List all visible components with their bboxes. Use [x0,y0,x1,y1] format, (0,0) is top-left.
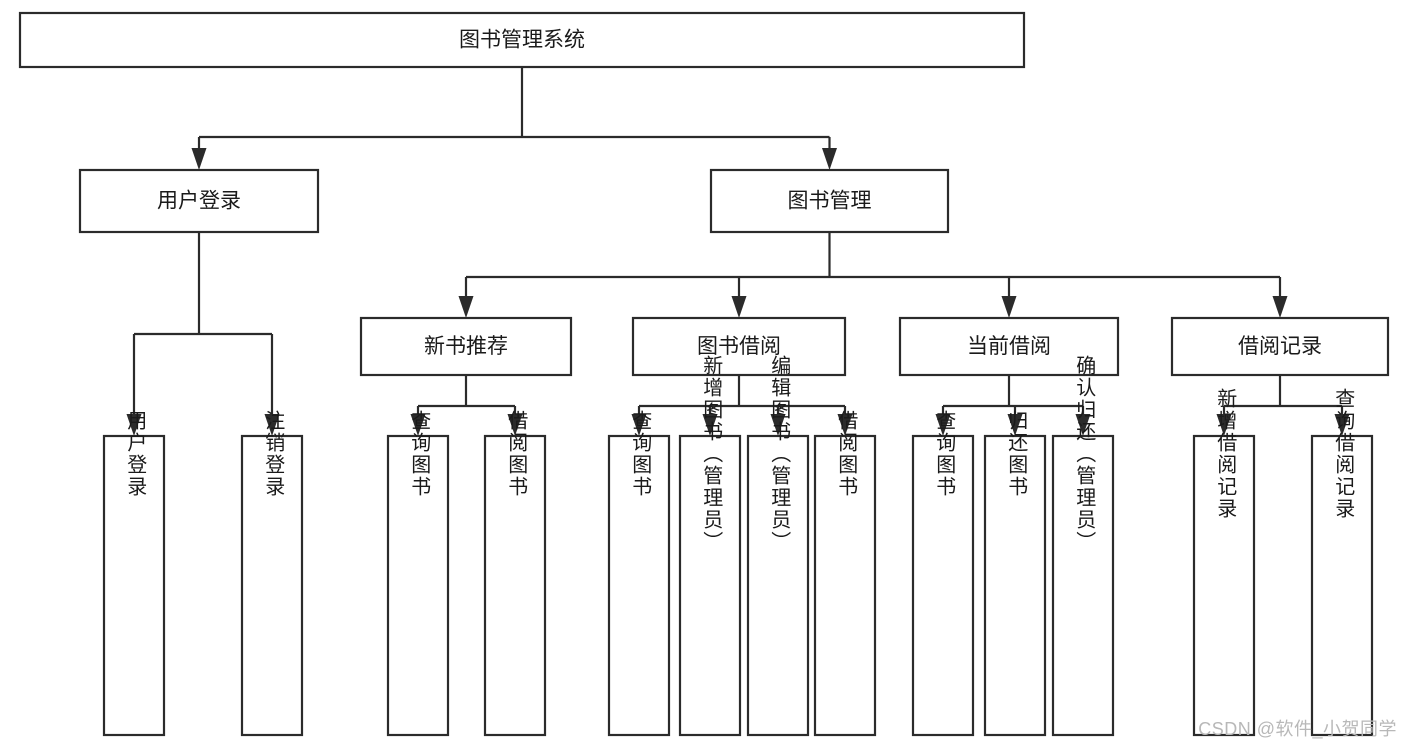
arrow-head-icon [458,296,474,318]
arrow-head-icon [935,414,951,436]
node-box[interactable] [1051,434,1115,737]
node-label: 图书管理 [788,190,872,213]
connector-group-book-manage [458,232,1288,318]
node-label: 图书借阅 [697,335,781,358]
node-label: 当前借阅 [967,335,1051,358]
node-borrow-record[interactable]: 借阅记录 [1170,316,1390,377]
node-box[interactable] [678,434,742,737]
arrow-head-icon [191,148,207,170]
arrow-head-icon [1075,414,1091,436]
node-leaf-query-book-1[interactable]: 查询图书 [386,410,450,737]
node-box[interactable] [1170,316,1390,377]
node-box[interactable] [1192,434,1256,737]
node-box[interactable] [1310,434,1374,737]
node-current-borrow[interactable]: 当前借阅 [898,316,1120,377]
node-leaf-borrow-book-2[interactable]: 借阅图书 [813,410,877,737]
node-label: 用户登录 [157,190,241,213]
node-leaf-query-book-2[interactable]: 查询图书 [607,410,671,737]
node-label: 查询借阅记录 [1332,388,1355,520]
node-box[interactable] [607,434,671,737]
node-box[interactable] [898,316,1120,377]
node-box[interactable] [983,434,1047,737]
node-label: 查询图书 [933,410,956,498]
connector-layer [126,67,1350,436]
connector-group-borrow-record [1216,375,1350,436]
arrow-head-icon [1007,414,1023,436]
node-label: 用户登录 [124,410,147,498]
node-root[interactable]: 图书管理系统 [18,11,1026,69]
arrow-head-icon [410,414,426,436]
node-box[interactable] [359,316,573,377]
node-box[interactable] [102,434,166,737]
node-leaf-return-book[interactable]: 归还图书 [983,410,1047,737]
node-label: 借阅记录 [1238,335,1322,358]
node-box[interactable] [386,434,450,737]
node-leaf-add-record[interactable]: 新增借阅记录 [1192,388,1256,737]
arrow-head-icon [837,414,853,436]
node-label: 借阅图书 [505,410,528,498]
node-leaf-edit-book[interactable]: 编辑图书（管理员） [746,355,810,737]
arrow-head-icon [1334,414,1350,436]
arrow-head-icon [702,414,718,436]
node-box[interactable] [18,11,1026,69]
node-box[interactable] [709,168,950,234]
node-label: 新增借阅记录 [1214,388,1237,520]
arrow-head-icon [1272,296,1288,318]
node-box[interactable] [813,434,877,737]
node-leaf-query-record[interactable]: 查询借阅记录 [1310,388,1374,737]
node-label: 图书管理系统 [459,29,585,52]
arrow-head-icon [822,148,837,170]
node-box[interactable] [240,434,304,737]
connector-group-user-login [126,232,280,436]
node-leaf-user-login[interactable]: 用户登录 [102,410,166,737]
arrow-head-icon [507,414,523,436]
connector-group-book-borrow [631,375,853,436]
arrow-head-icon [770,414,786,436]
node-box[interactable] [78,168,320,234]
node-label: 新书推荐 [424,335,508,358]
node-box[interactable] [483,434,547,737]
node-label: 借阅图书 [835,410,858,498]
connector-group-current-borrow [935,375,1091,436]
node-label: 归还图书 [1005,410,1028,498]
arrow-head-icon [264,414,280,436]
node-box[interactable] [746,434,810,737]
node-leaf-add-book[interactable]: 新增图书（管理员） [678,355,742,737]
node-user-login[interactable]: 用户登录 [78,168,320,234]
node-label: 确认归还（管理员） [1073,355,1096,553]
arrow-head-icon [126,414,142,436]
node-box[interactable] [631,316,847,377]
node-leaf-logout[interactable]: 注销登录 [240,410,304,737]
csdn-watermark: CSDN @软件_小贺同学 [1198,719,1397,739]
node-box[interactable] [911,434,975,737]
arrow-head-icon [631,414,647,436]
node-label: 新增图书（管理员） [700,355,723,553]
node-label: 注销登录 [262,410,285,498]
arrow-head-icon [1001,296,1017,318]
node-leaf-query-book-3[interactable]: 查询图书 [911,410,975,737]
node-layer: 图书管理系统用户登录图书管理新书推荐图书借阅当前借阅借阅记录用户登录注销登录查询… [18,11,1390,737]
node-label: 查询图书 [629,410,652,498]
node-new-book-rec[interactable]: 新书推荐 [359,316,573,377]
arrow-head-icon [731,296,747,318]
node-label: 查询图书 [408,410,431,498]
connector-group-root [191,67,837,170]
node-leaf-borrow-book-1[interactable]: 借阅图书 [483,410,547,737]
node-book-manage[interactable]: 图书管理 [709,168,950,234]
arrow-head-icon [1216,414,1232,436]
connector-group-new-book-rec [410,375,523,436]
node-book-borrow[interactable]: 图书借阅 [631,316,847,377]
node-label: 编辑图书（管理员） [768,355,791,553]
node-leaf-confirm-return[interactable]: 确认归还（管理员） [1051,355,1115,737]
